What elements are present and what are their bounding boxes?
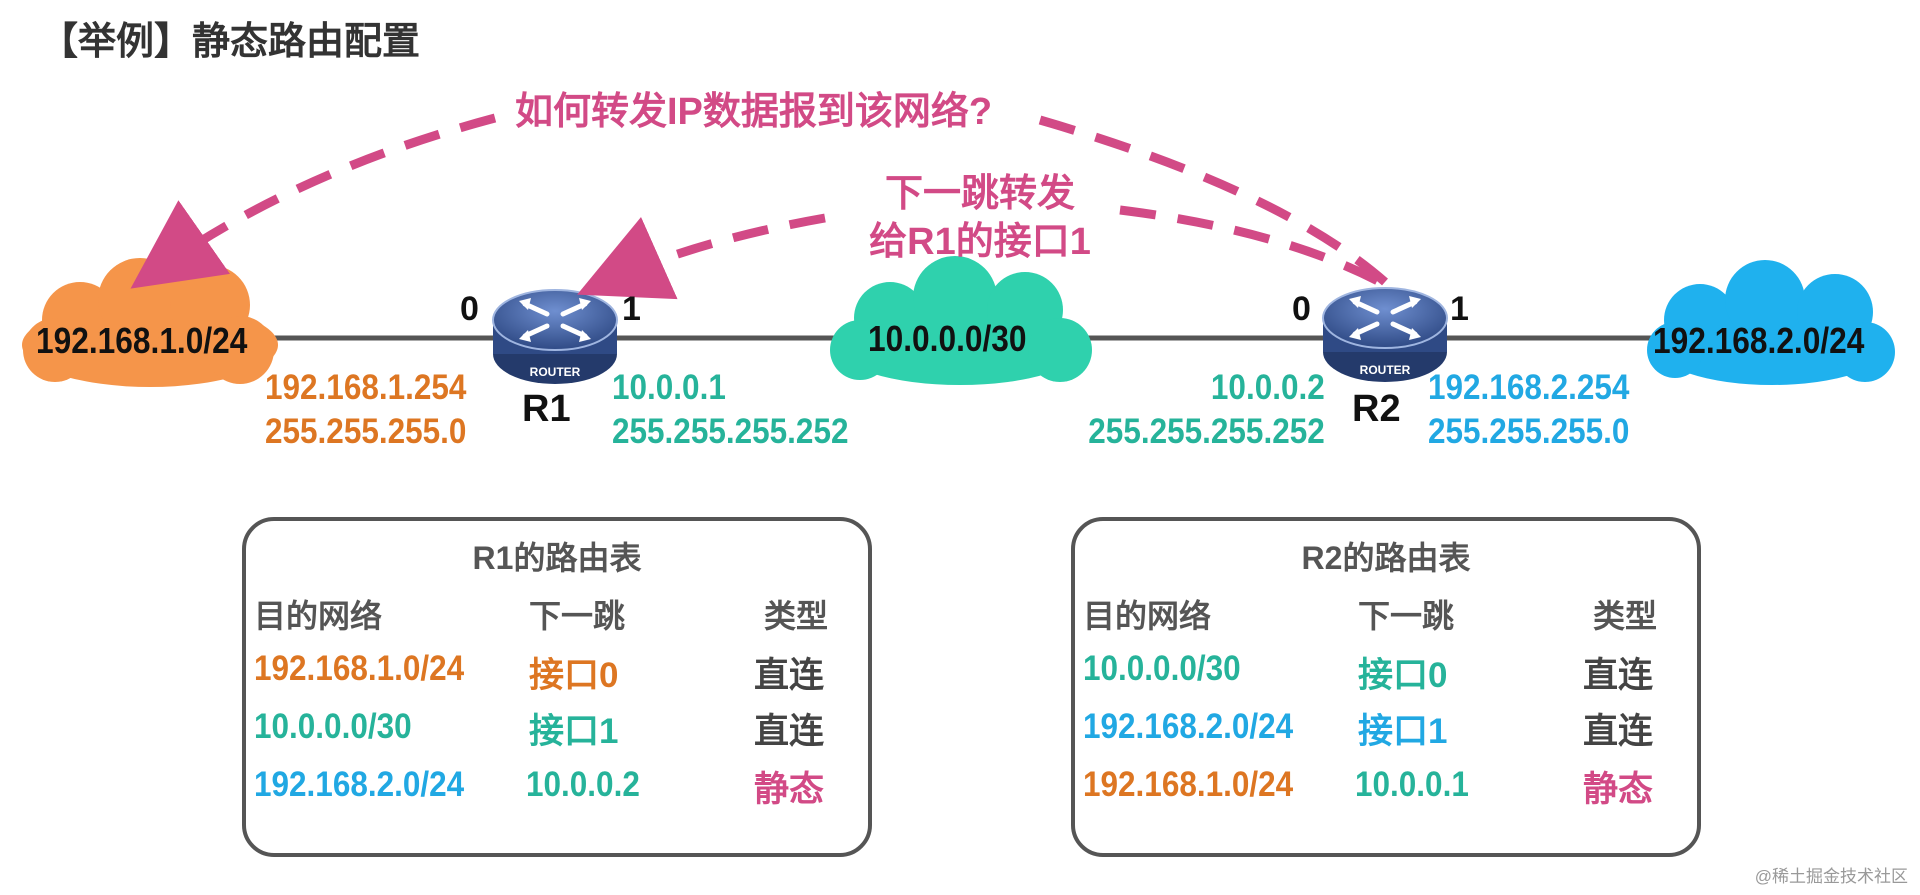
cloud-lan1-label: 192.168.1.0/24 — [36, 320, 248, 361]
cloud-lan2 — [1647, 260, 1895, 385]
r1-row1-next: 接口0 — [529, 656, 619, 695]
r2-header-next-hop: 下一跳 — [1358, 598, 1455, 634]
page-title: 【举例】静态路由配置 — [40, 21, 421, 63]
cloud-lan2-label: 192.168.2.0/24 — [1653, 320, 1865, 361]
next-hop-arrow-right — [1119, 205, 1383, 286]
r1-row1-net: 192.168.1.0/24 — [254, 649, 465, 688]
question-arrow-right — [1038, 115, 1388, 286]
r2-if0-ip: 10.0.0.2 — [1211, 368, 1325, 407]
r1-if0-address: 192.168.1.254 255.255.255.0 — [265, 366, 466, 454]
next-hop-line2: 给R1的接口1 — [869, 221, 1091, 263]
r1-if0-ip: 192.168.1.254 — [265, 368, 467, 407]
r1-row3-type: 静态 — [754, 770, 825, 809]
r1-port-1: 1 — [622, 290, 641, 328]
r1-row2-next: 接口1 — [529, 712, 619, 751]
next-hop-line1: 下一跳转发 — [884, 173, 1075, 215]
r1-if0-mask: 255.255.255.0 — [265, 412, 467, 451]
r2-if0-address: 10.0.0.2 255.255.255.252 — [1089, 366, 1325, 454]
router-r2-name: R2 — [1352, 388, 1401, 430]
r2-row1-type: 直连 — [1583, 656, 1654, 695]
r2-if1-mask: 255.255.255.0 — [1428, 412, 1630, 451]
question-arrow-left — [130, 113, 497, 289]
r2-port-0: 0 — [1292, 290, 1311, 328]
router-r2-icon — [1322, 287, 1448, 382]
r2-table-title: R2的路由表 — [1301, 540, 1471, 576]
r2-row2-next: 接口1 — [1358, 712, 1448, 751]
r2-if0-mask: 255.255.255.252 — [1088, 412, 1325, 451]
r1-row1-type: 直连 — [754, 656, 825, 695]
r2-port-1: 1 — [1450, 290, 1469, 328]
router-r2-badge: ROUTER — [1360, 363, 1411, 377]
r2-row3-net: 192.168.1.0/24 — [1083, 765, 1294, 804]
r2-row2-type: 直连 — [1583, 712, 1654, 751]
r1-routing-table: R1的路由表 目的网络 下一跳 类型 192.168.1.0/24 接口0 直连… — [242, 517, 872, 857]
router-r1-icon — [492, 289, 618, 384]
r1-row3-net: 192.168.2.0/24 — [254, 765, 465, 804]
r1-header-destination: 目的网络 — [254, 598, 383, 634]
watermark: @稀土掘金技术社区 — [1754, 867, 1908, 886]
r1-header-next-hop: 下一跳 — [529, 598, 626, 634]
r1-row3-next: 10.0.0.2 — [526, 765, 640, 804]
r1-if1-mask: 255.255.255.252 — [612, 412, 849, 451]
router-r1-badge: ROUTER — [530, 365, 581, 379]
cloud-lan1 — [22, 258, 278, 387]
r1-header-type: 类型 — [764, 598, 829, 634]
r2-if1-address: 192.168.2.254 255.255.255.0 — [1428, 366, 1629, 454]
next-hop-annotation: 下一跳转发 给R1的接口1 — [840, 170, 1120, 266]
r1-if1-ip: 10.0.0.1 — [612, 368, 726, 407]
r2-if1-ip: 192.168.2.254 — [1428, 368, 1630, 407]
r2-header-destination: 目的网络 — [1083, 598, 1212, 634]
cloud-wan — [830, 256, 1092, 385]
r2-row3-next: 10.0.0.1 — [1355, 765, 1469, 804]
cloud-wan-label: 10.0.0.0/30 — [868, 318, 1027, 359]
r1-if1-address: 10.0.0.1 255.255.255.252 — [612, 366, 848, 454]
r2-routing-table: R2的路由表 目的网络 下一跳 类型 10.0.0.0/30 接口0 直连 19… — [1071, 517, 1701, 857]
router-r1-name: R1 — [522, 388, 571, 430]
r2-row2-net: 192.168.2.0/24 — [1083, 707, 1294, 746]
r2-row3-type: 静态 — [1583, 770, 1654, 809]
r2-row1-next: 接口0 — [1358, 656, 1448, 695]
r1-port-0: 0 — [460, 290, 479, 328]
r1-row2-net: 10.0.0.0/30 — [254, 707, 412, 746]
r1-row2-type: 直连 — [754, 712, 825, 751]
r2-header-type: 类型 — [1593, 598, 1658, 634]
next-hop-arrow-left — [577, 213, 826, 300]
question-annotation: 如何转发IP数据报到该网络? — [515, 91, 993, 133]
r2-row1-net: 10.0.0.0/30 — [1083, 649, 1241, 688]
r1-table-title: R1的路由表 — [472, 540, 642, 576]
